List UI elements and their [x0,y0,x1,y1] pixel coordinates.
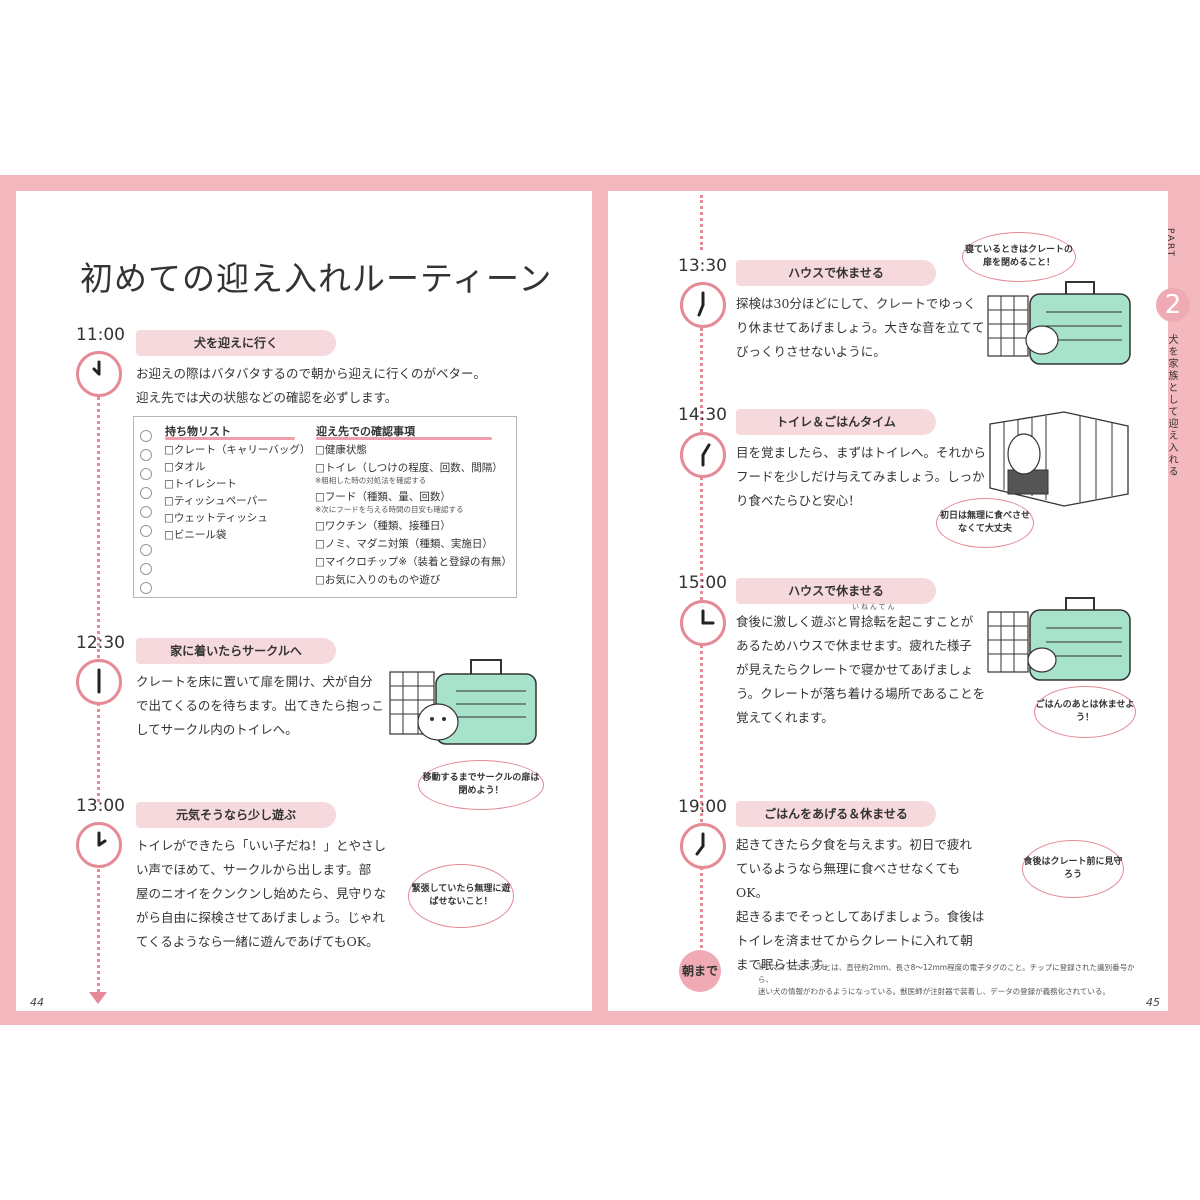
clock-icon [76,351,122,397]
section-heading: ごはんをあげる＆休ませる [736,801,936,827]
clock-icon [680,432,726,478]
timeline-arrow-icon [89,992,107,1004]
page-number: 44 [30,996,44,1009]
speech-bubble: 初日は無理に食べさせなくて大丈夫 [936,498,1034,548]
crate-illustration-icon [987,281,1131,365]
part-label: PART [1165,228,1175,259]
checklist-items: □クレート（キャリーバッグ） □タオル □トイレシート □ティッシュペーパー □… [164,444,311,541]
section-body: お迎えの際はバタバタするので朝から迎えに行くのがベター。 迎え先では犬の状態など… [136,366,486,405]
part-number: 2 [1156,288,1190,322]
clock-icon [680,282,726,328]
time-label: 13:30 [678,256,727,276]
timeline-line [700,195,703,250]
asa-made-badge: 朝まで [679,950,721,992]
checklist-heading: 迎え先での確認事項 [316,425,415,438]
clock-icon [76,822,122,868]
section-heading: 元気そうなら少し遊ぶ [136,802,336,828]
speech-bubble: 移動するまでサークルの扉は閉めよう！ [418,760,544,810]
section-heading: ハウスで休ませる [736,260,936,286]
section-heading: 家に着いたらサークルへ [136,638,336,664]
section-heading: トイレ＆ごはんタイム [736,409,936,435]
checklist-box [133,416,517,598]
section-body: 目を覚ましたら、まずはトイレへ。それから フードを少しだけ与えてみましょう。しっ… [736,445,987,508]
time-label: 14:30 [678,405,727,425]
clock-icon [76,659,122,705]
time-label: 19:00 [678,797,727,817]
time-label: 11:00 [76,325,125,345]
speech-bubble: 寝ているときはクレートの扉を閉めること！ [962,232,1076,282]
time-label: 13:00 [76,796,125,816]
footnote: ※1 マイクロチップとは、直径約2mm、長さ8〜12mm程度の電子タグのこと。チ… [758,963,1135,996]
heading-underline [165,437,295,440]
time-label: 12:30 [76,633,125,653]
part-title: 犬を家族として迎え入れる [1166,334,1177,478]
playpen-illustration-icon [989,411,1129,507]
page-number: 45 [1146,996,1160,1009]
timeline-line [97,862,100,992]
section-body: 起きてきたら夕食を与えます。初日で疲れ ているようなら無理に食べさせなくてもOK… [736,837,985,972]
section-body: トイレができたら「いい子だね！」とやさし い声でほめて、サークルから出します。部… [136,838,387,949]
part-tab: PART [1158,228,1184,258]
speech-bubble: ごはんのあとは休ませよう！ [1034,686,1136,738]
section-body: クレートを床に置いて扉を開け、犬が自分 で出てくるのを待ちます。出てきたら抱っこ… [136,674,384,737]
section-heading: ハウスで休ませる [736,578,936,604]
checklist-heading: 持ち物リスト [165,425,231,438]
section-heading: 犬を迎えに行く [136,330,336,356]
checklist-circles [140,430,152,601]
heading-underline [316,437,492,440]
clock-icon [680,823,726,869]
timeline-line [97,392,100,802]
time-label: 15:00 [678,573,727,593]
page-title: 初めての迎え入れルーティーン [80,259,553,298]
speech-bubble: 緊張していたら無理に遊ばせないこと！ [408,864,514,928]
furigana: いねんてん [852,603,897,611]
section-body: 探検は30分ほどにして、クレートでゆっく り休ませてあげましょう。大きな音を立て… [736,296,985,359]
speech-bubble: 食後はクレート前に見守ろう [1022,840,1124,898]
section-body: 食後に激しく遊ぶと胃捻転を起こすことが あるためハウスで休ませます。疲れた様子 … [736,614,986,725]
crate-illustration-icon [987,597,1131,681]
crate-illustration-icon [389,659,537,745]
checklist-items: □健康状態 □トイレ（しつけの程度、回数、間隔） ※粗相した時の対処法を確認する… [315,444,513,586]
clock-icon [680,600,726,646]
